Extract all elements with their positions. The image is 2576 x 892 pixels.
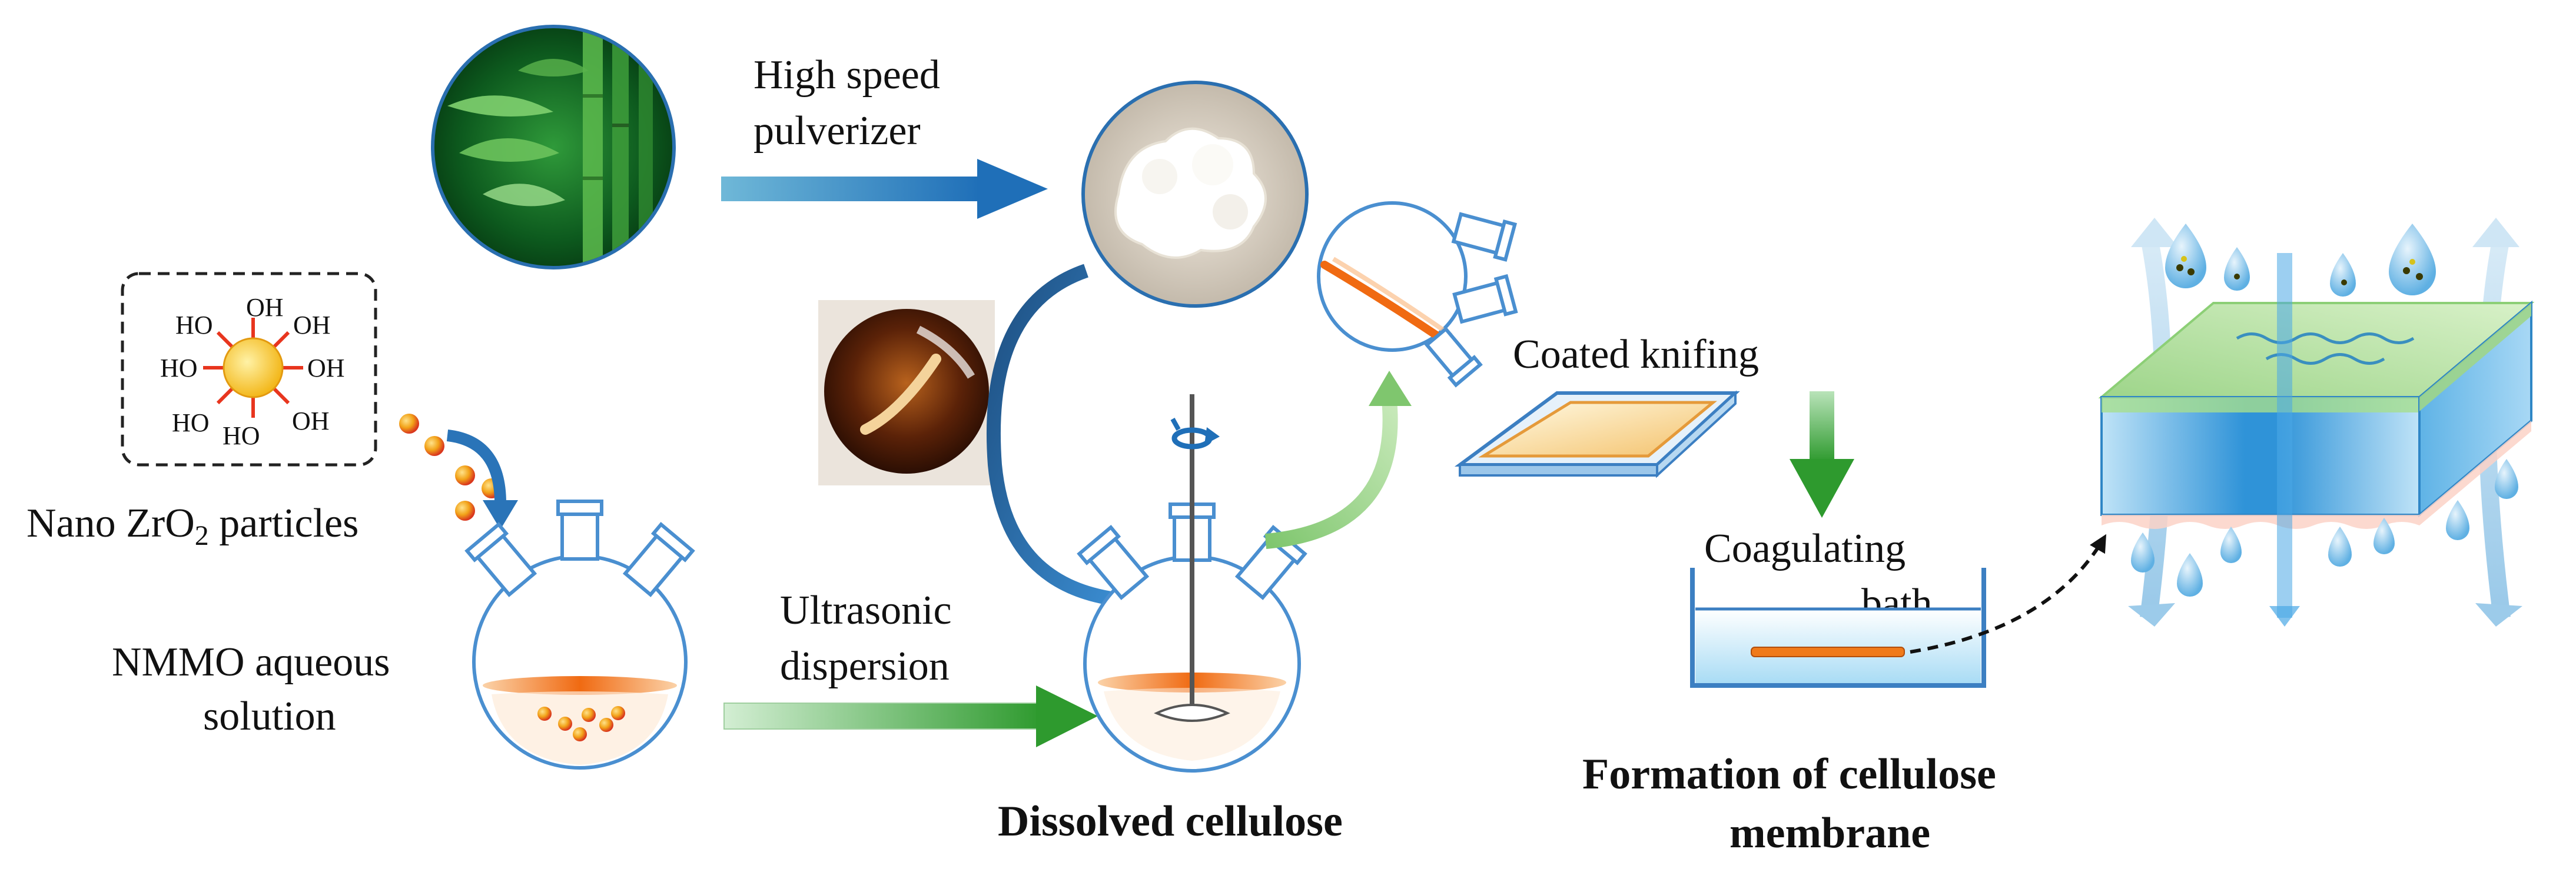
pulverizer-arrow [721, 159, 1048, 219]
dissolved-solution-image [818, 300, 995, 485]
nmmo-label-line1: NMMO aqueous [112, 640, 390, 685]
nmmo-label-line2: solution [203, 694, 336, 739]
bath-to-membrane-arrow [1910, 534, 2107, 654]
ho-group-bottom-left: HO [172, 408, 210, 437]
coated-knifing-label: Coated knifing [1513, 332, 1759, 377]
ultrasonic-label-line2: dispersion [780, 644, 950, 689]
oh-group-top: OH [246, 293, 284, 322]
cellulose-powder-image [1081, 81, 1309, 308]
dissolved-cellulose-caption: Dissolved cellulose [998, 797, 1343, 846]
ultrasonic-label-line1: Ultrasonic [780, 588, 952, 633]
ho-group-left: HO [160, 354, 198, 382]
pouring-flask [1317, 201, 1518, 388]
formation-caption-line1: Formation of cellulose [1582, 750, 1996, 798]
ultrasonic-arrow [723, 685, 1098, 747]
oh-group-bottom-right: OH [292, 407, 330, 435]
nmmo-flask [464, 500, 695, 770]
rotation-icon [1170, 418, 1220, 450]
stirrer-blade [1154, 704, 1230, 722]
zro2-particle-box: OH OH OH OH HO HO HO HO [121, 272, 377, 467]
high-speed-label-line2: pulverizer [753, 108, 921, 154]
add-particles-arrow [446, 430, 518, 530]
nano-zro2-label: Nano ZrO2 particles [26, 501, 358, 551]
membrane-block [2098, 218, 2535, 627]
water-droplets [2131, 224, 2518, 597]
coagulating-label: Coagulating [1704, 526, 1906, 571]
high-speed-label-line1: High speed [753, 52, 940, 98]
dissolved-cellulose-flask [1077, 394, 1307, 773]
coating-to-bath-arrow [1790, 391, 1854, 518]
ho-group-top-left: HO [175, 311, 213, 340]
oh-group-top-right: OH [293, 311, 331, 340]
oh-group-right: OH [307, 354, 345, 382]
bamboo-image [431, 25, 676, 269]
knife-coating-plate [1454, 390, 1740, 478]
coagulating-bath [1690, 568, 1986, 688]
flask-to-coating-arrow [1264, 371, 1412, 549]
formation-caption-line2: membrane [1729, 809, 1930, 857]
zro2-particles-falling [399, 414, 502, 521]
zro2-particle-icon [203, 318, 303, 418]
ho-group-bottom: HO [223, 421, 260, 450]
